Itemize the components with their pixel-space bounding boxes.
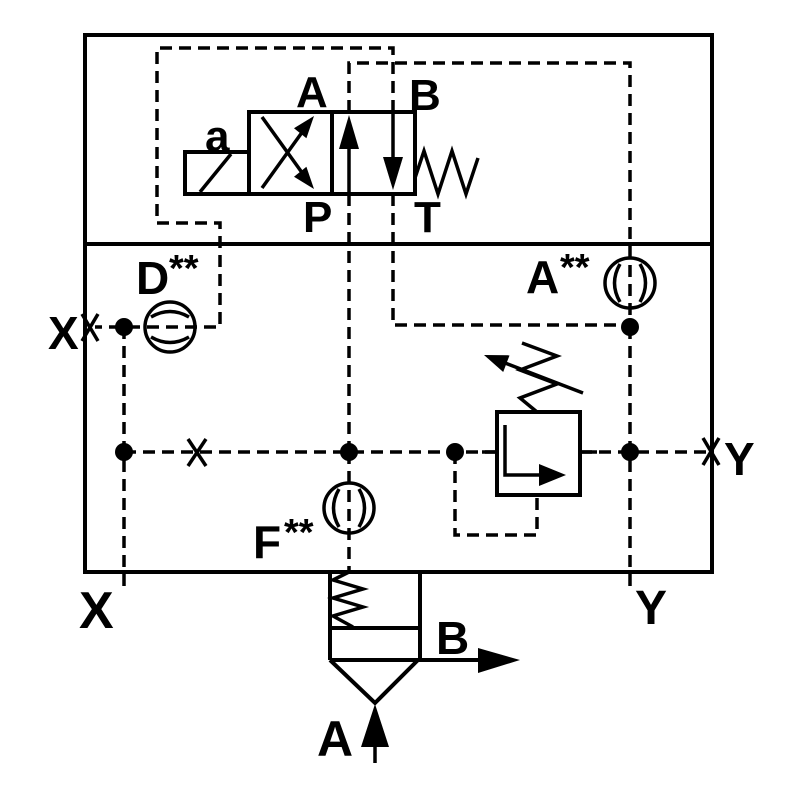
cartridge-spring bbox=[326, 570, 370, 629]
adjustment-arrowhead bbox=[484, 355, 510, 372]
port-b-flow-arrowhead bbox=[478, 648, 520, 673]
pressure-relief-valve bbox=[482, 341, 597, 497]
flow-arrow-b-to-t bbox=[383, 112, 403, 190]
x-port-plug-cross bbox=[80, 313, 100, 342]
pilot-line-t-drain bbox=[391, 194, 630, 327]
relief-valve-flow-path bbox=[503, 425, 540, 477]
orifice-d-symbol bbox=[143, 300, 197, 354]
junction-dot bbox=[340, 443, 358, 461]
pilot-line-a-to-a-orifice bbox=[347, 61, 632, 327]
junction-dot bbox=[115, 443, 133, 461]
pilot-directional-valve bbox=[183, 110, 480, 200]
solenoid-label: a bbox=[205, 112, 230, 161]
relief-valve-body bbox=[495, 410, 582, 497]
port-y-side-label: Y bbox=[724, 433, 755, 485]
port-x-side-label: X bbox=[48, 307, 79, 359]
port-y-bottom-label: Y bbox=[635, 582, 667, 635]
poppet-triangle bbox=[328, 658, 420, 706]
orifice-a-stars: ** bbox=[560, 247, 590, 289]
pilot-port-b-label: B bbox=[409, 71, 441, 120]
valve-return-spring bbox=[413, 145, 480, 200]
port-x-bottom-label: X bbox=[79, 582, 114, 640]
pilot-line-b-to-d-orifice bbox=[95, 46, 395, 329]
orifice-d-label: D bbox=[136, 252, 169, 304]
pilot-port-p-label: P bbox=[303, 193, 332, 242]
junction-dot bbox=[115, 318, 133, 336]
junction-dot bbox=[621, 318, 639, 336]
main-port-a-label: A bbox=[317, 711, 353, 767]
port-a-flow-arrow bbox=[361, 704, 389, 763]
cartridge-valve bbox=[326, 570, 520, 763]
junction-dot bbox=[621, 443, 639, 461]
orifice-f-stars: ** bbox=[284, 512, 314, 554]
solenoid-diagonal bbox=[198, 152, 233, 194]
relief-valve-pilot-loop bbox=[453, 452, 539, 537]
relief-valve-flow-arrowhead bbox=[539, 464, 566, 486]
main-block-outline bbox=[83, 33, 714, 574]
mid-line-plug-cross bbox=[186, 438, 208, 467]
y-port-plug-cross bbox=[701, 437, 721, 466]
orifice-f-symbol bbox=[322, 481, 376, 535]
flow-arrow-p-to-a bbox=[339, 115, 359, 194]
main-port-b-label: B bbox=[436, 612, 469, 664]
pilot-port-t-label: T bbox=[414, 193, 441, 242]
pilot-port-a-label: A bbox=[296, 68, 328, 117]
adjustment-arrow-shaft bbox=[504, 361, 584, 395]
orifice-a-symbol bbox=[603, 256, 657, 310]
orifice-d-stars: ** bbox=[169, 248, 199, 290]
crossed-flow-arrows bbox=[260, 115, 314, 190]
orifice-a-label: A bbox=[526, 251, 559, 303]
junction-dot bbox=[446, 443, 464, 461]
orifice-f-label: F bbox=[253, 516, 281, 568]
